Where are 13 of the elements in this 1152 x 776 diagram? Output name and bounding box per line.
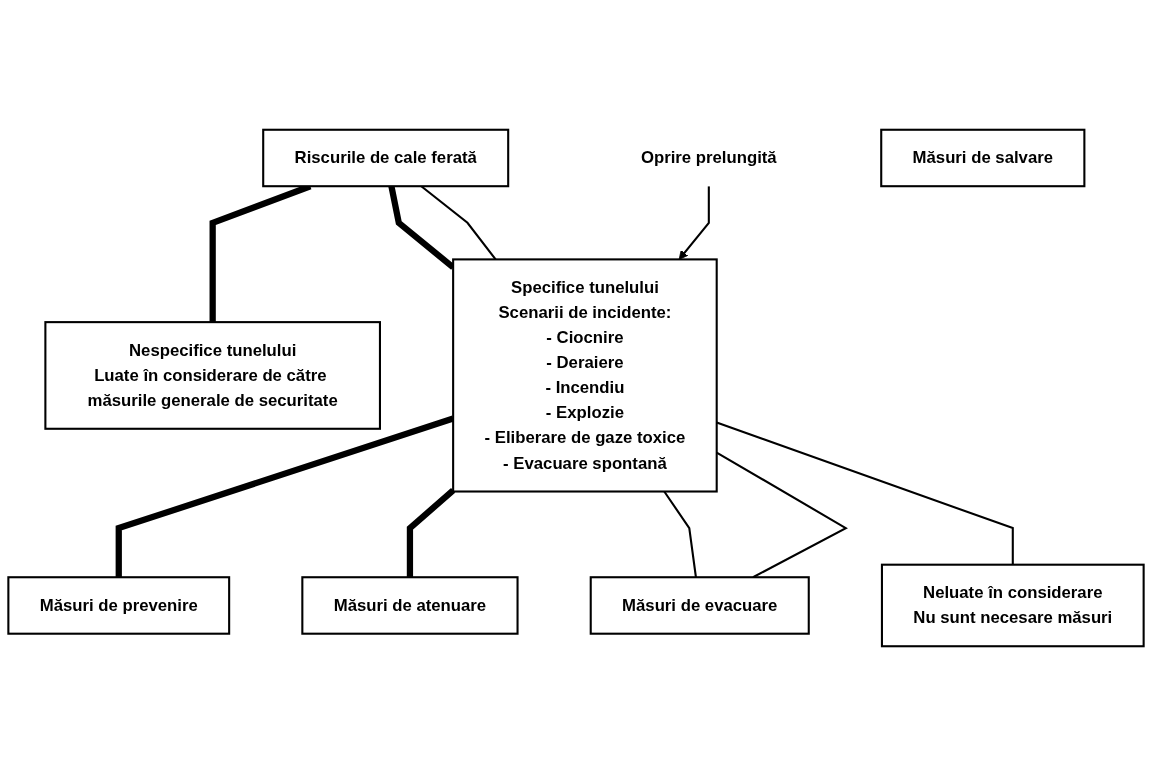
node-box: Măsuri de salvare (880, 128, 1086, 188)
node-box: Neluate în considerare Nu sunt necesare măsuri (880, 563, 1145, 648)
node-box: Măsuri de atenuare (301, 576, 519, 635)
node-box: Specifice tunelului Scenarii de incidente: - Ciocnire - Deraiere - Incendiu - Explozie - Eliberare de gaze toxice - Evacuare spontană (452, 258, 718, 493)
connector (406, 488, 456, 578)
node-box: Măsuri de evacuare (589, 576, 810, 635)
connector (716, 421, 1014, 565)
arrow (678, 186, 710, 260)
node-box: Nespecifice tunelului Luate în considerare de către măsurile generale de securitate (44, 321, 381, 430)
node-box: Măsuri de prevenire (7, 576, 231, 635)
connector (115, 415, 455, 578)
node-box: Riscurile de cale ferată (262, 128, 510, 188)
node-text: Oprire prelungită (640, 148, 777, 167)
